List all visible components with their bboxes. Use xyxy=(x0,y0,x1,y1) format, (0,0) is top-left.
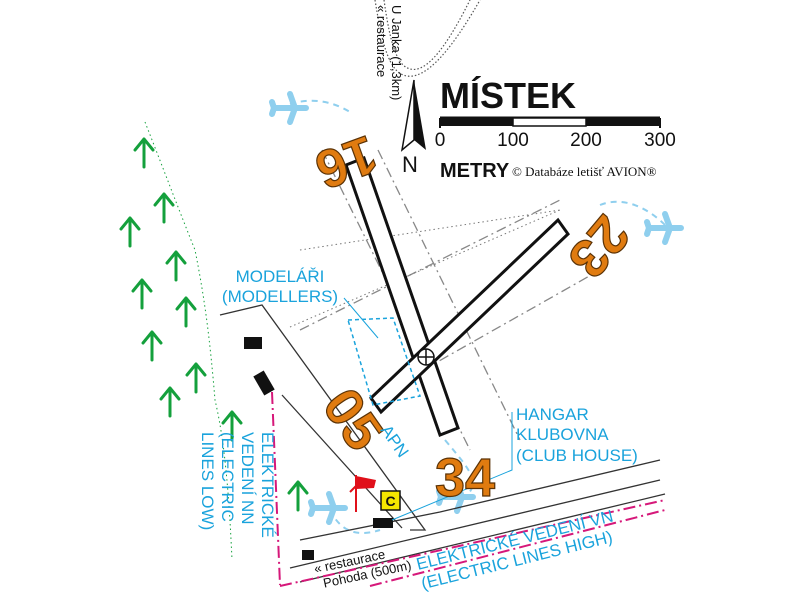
customs-marker-label: C xyxy=(385,493,395,509)
modellers-line1: MODELÁŘI xyxy=(236,267,325,286)
restaurant-janka-line1: « restaurace xyxy=(374,5,389,77)
tree-icon xyxy=(141,330,163,362)
power-lines xyxy=(271,391,666,587)
tree-icon xyxy=(153,192,175,224)
plane-icon xyxy=(311,494,345,522)
scale-tick-label: 300 xyxy=(644,130,676,151)
lines-high-label: ELEKTRICKÉ VEDENÍ VN (ELECTRIC LINES HIG… xyxy=(414,507,615,594)
tree-icon xyxy=(175,296,197,328)
hangar-building xyxy=(373,518,393,528)
runway-number-23: 23 xyxy=(556,204,641,289)
plane-icon xyxy=(272,94,306,122)
hangar-line1: HANGAR xyxy=(516,405,589,424)
map-title: MÍSTEK xyxy=(440,75,576,116)
forest-border xyxy=(144,121,233,561)
tree-icon xyxy=(133,137,155,169)
restaurant-janka-line2: U Janka (1,3km) xyxy=(389,5,404,100)
building xyxy=(302,550,314,560)
lines-low-line4: LINES LOW) xyxy=(198,432,217,530)
hangar-label: HANGAR KLUBOVNA (CLUB HOUSE) xyxy=(516,405,638,465)
road-south xyxy=(219,304,666,583)
scale-unit: METRY xyxy=(440,160,510,182)
lines-low-label: ELEKTRICKÉ VEDENÍ NN (ELECTRIC LINES LOW… xyxy=(198,432,277,538)
tree-icon xyxy=(119,216,141,248)
north-label: N xyxy=(402,152,418,177)
modellers-line2: (MODELLERS) xyxy=(222,287,338,306)
modellers-area xyxy=(347,317,421,406)
lines-low-line2: VEDENÍ NN xyxy=(238,432,257,525)
plane-icon xyxy=(647,214,681,242)
runway-05-23 xyxy=(369,217,570,415)
runway-dotted-lines xyxy=(289,209,561,328)
restaurant-pohoda-label: « restaurace Pohoda (500m) xyxy=(313,547,413,591)
modellers-label: MODELÁŘI (MODELLERS) xyxy=(222,267,338,306)
tree-icon xyxy=(165,250,187,282)
hangar-line3: (CLUB HOUSE) xyxy=(516,446,638,465)
customs-marker: C xyxy=(380,490,401,511)
north-arrow-icon: N xyxy=(400,79,426,177)
lines-low-line1: ELEKTRICKÉ xyxy=(258,432,277,538)
runway-center-icon xyxy=(417,348,435,366)
hangar-line2: KLUBOVNA xyxy=(516,425,609,444)
tree-icon xyxy=(287,480,309,512)
runway-number-34: 34 xyxy=(435,448,495,508)
tree-icon xyxy=(131,278,153,310)
buildings xyxy=(244,337,393,560)
lines-low-line3: (ELECTRIC xyxy=(218,432,237,522)
windsock-icon xyxy=(349,475,376,512)
tree-icon xyxy=(185,362,207,394)
scale-tick-label: 200 xyxy=(570,130,602,151)
restaurant-janka-label: « restaurace U Janka (1,3km) xyxy=(374,5,404,100)
building xyxy=(253,370,275,396)
copyright: © Databáze letišť AVION® xyxy=(512,164,657,179)
scale-tick-label: 0 xyxy=(435,130,446,151)
scale-tick-label: 100 xyxy=(497,130,529,151)
scale-bar: 0 100 200 300 METRY © Databáze letišť AV… xyxy=(435,116,676,182)
building xyxy=(244,337,262,349)
tree-icon xyxy=(159,386,181,418)
